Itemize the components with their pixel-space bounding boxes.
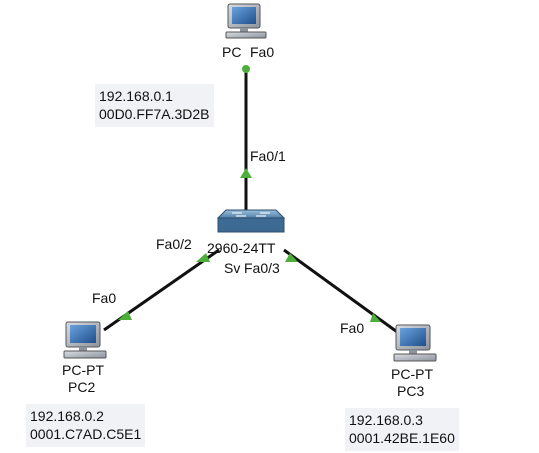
switch-icon[interactable] bbox=[216, 209, 286, 233]
link-status-dot-pc1 bbox=[242, 65, 250, 73]
link-status-triangle-icon bbox=[196, 253, 210, 262]
switch-port-fa02-label: Fa0/2 bbox=[156, 236, 192, 252]
switch-model-label: 2960-24TT bbox=[207, 240, 276, 256]
pc3-mac: 0001.42BE.1E60 bbox=[349, 430, 455, 446]
pc3-type-label: PC-PT bbox=[391, 366, 433, 382]
pc2-mac: 0001.C7AD.C5E1 bbox=[30, 426, 142, 442]
pc1-mac: 00D0.FF7A.3D2B bbox=[99, 106, 210, 122]
pc-icon[interactable] bbox=[393, 324, 437, 362]
link-status-triangle-icon bbox=[370, 313, 381, 322]
pc-icon[interactable] bbox=[63, 321, 107, 359]
link-status-triangle-icon bbox=[285, 253, 298, 262]
pc2-type-label: PC-PT bbox=[62, 362, 104, 378]
pc2-ip: 192.168.0.2 bbox=[30, 408, 104, 424]
pc2-name-label: PC2 bbox=[68, 379, 96, 395]
pc2-info-box: 192.168.0.2 0001.C7AD.C5E1 bbox=[26, 404, 146, 447]
pc1-ip: 192.168.0.1 bbox=[99, 88, 173, 104]
pc1-port-label: Fa0 bbox=[250, 44, 275, 60]
link-status-triangle-icon bbox=[240, 168, 252, 178]
switch-port-fa01-label: Fa0/1 bbox=[250, 148, 286, 164]
pc3-name-label: PC3 bbox=[397, 383, 425, 399]
link-status-triangle-icon bbox=[118, 311, 132, 320]
pc3-info-box: 192.168.0.3 0001.42BE.1E60 bbox=[345, 408, 459, 451]
pc1-type-label: PC bbox=[222, 44, 242, 60]
pc3-port-label: Fa0 bbox=[340, 320, 365, 336]
pc-icon[interactable] bbox=[225, 3, 267, 39]
switch-port-fa03-label: Fa0/3 bbox=[244, 260, 280, 276]
switch-name-label: Sv bbox=[224, 260, 241, 276]
link-switch-pc3[interactable] bbox=[283, 248, 401, 336]
pc3-ip: 192.168.0.3 bbox=[349, 412, 423, 428]
pc2-port-label: Fa0 bbox=[92, 290, 117, 306]
pc1-info-box: 192.168.0.1 00D0.FF7A.3D2B bbox=[95, 84, 214, 127]
